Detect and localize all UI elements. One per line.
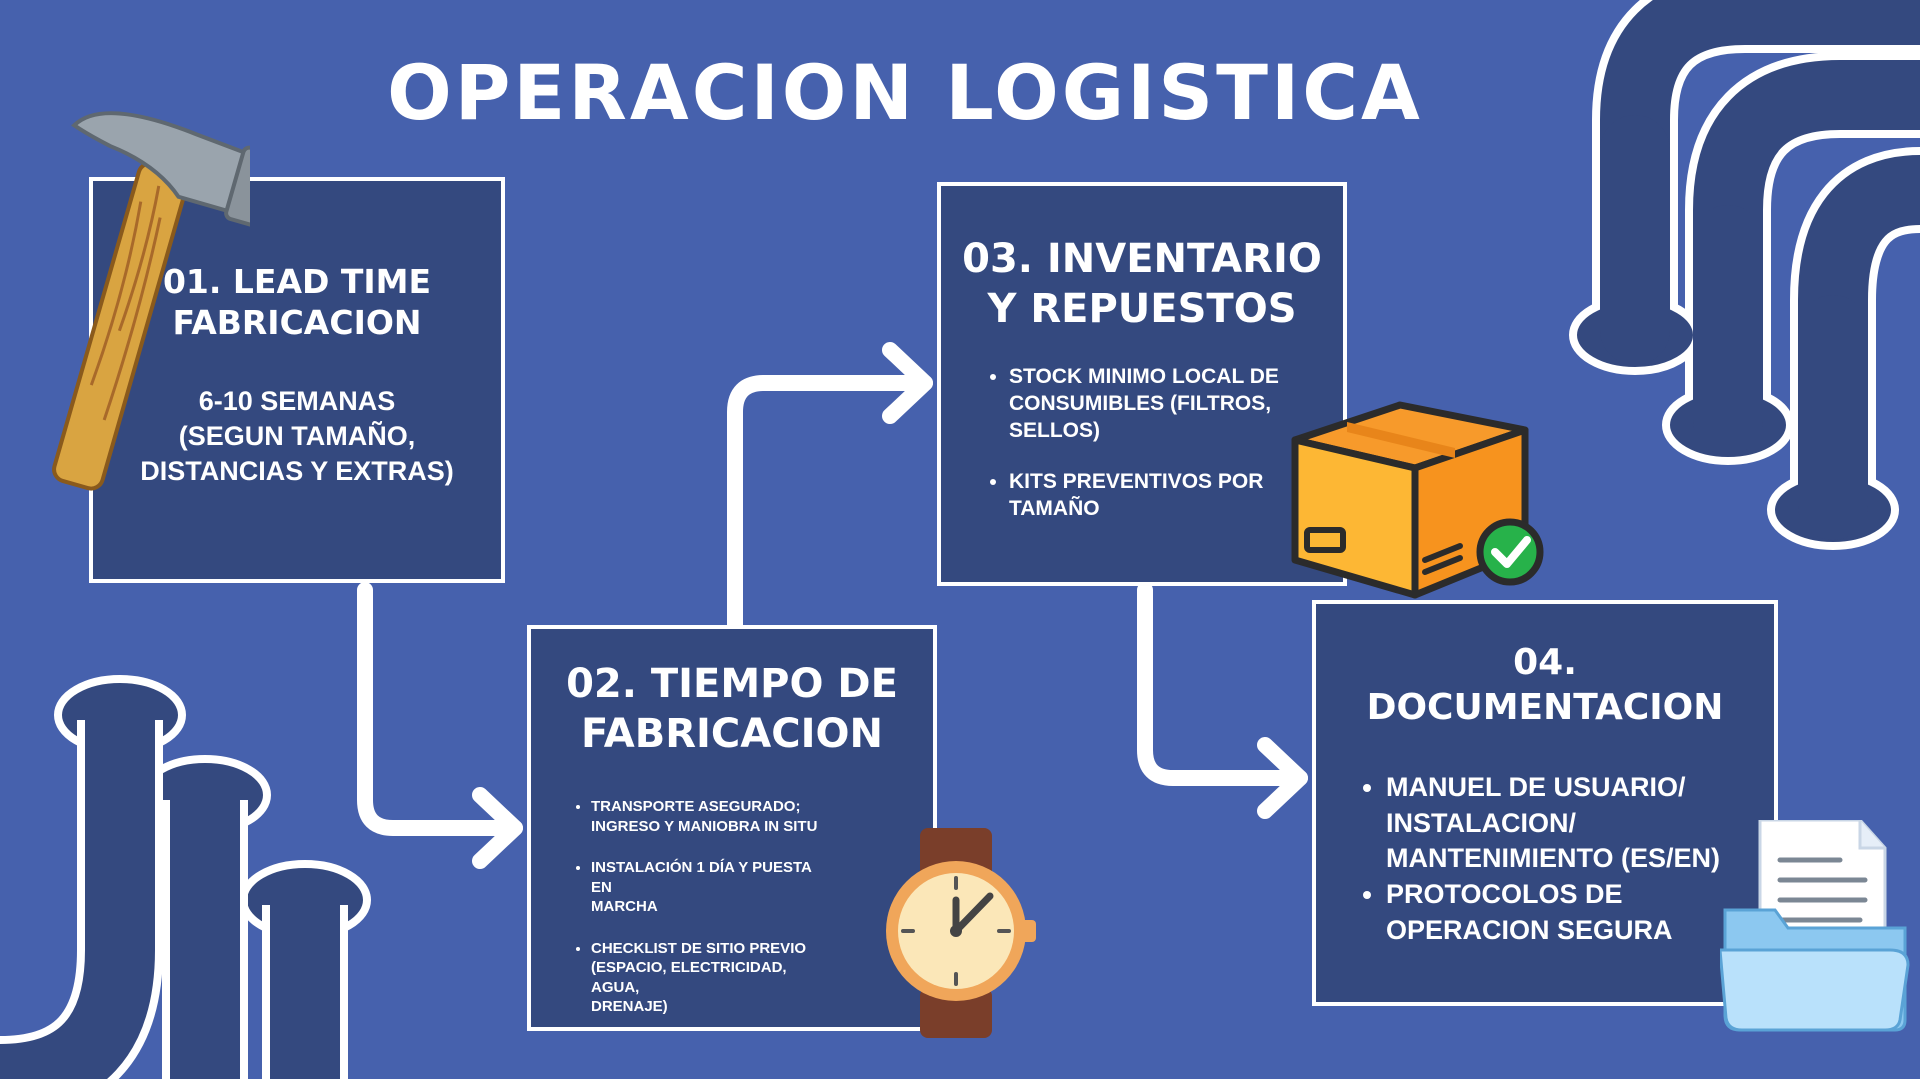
list-item: PROTOCOLOS DE OPERACION SEGURA <box>1386 877 1764 948</box>
box-check-icon <box>1291 401 1544 599</box>
flow-arrows <box>357 342 1308 869</box>
pipes-right-decoration <box>1569 0 1920 550</box>
step-heading: 01. LEAD TIME FABRICACION <box>93 261 501 344</box>
step-heading-line: FABRICACION <box>172 303 422 343</box>
step-heading: 03. INVENTARIO Y REPUESTOS <box>941 234 1343 334</box>
step-card-inventario: 03. INVENTARIO Y REPUESTOS STOCK MINIMO … <box>937 182 1347 586</box>
detail-line: 6-10 SEMANAS <box>198 385 396 416</box>
list-item: TRANSPORTE ASEGURADO; INGRESO Y MANIOBRA… <box>591 797 833 836</box>
step-heading-line: Y REPUESTOS <box>987 286 1297 332</box>
step-detail: 6-10 SEMANAS (SEGUN TAMAÑO, DISTANCIAS Y… <box>93 384 501 489</box>
step-heading-line: 03. INVENTARIO <box>962 236 1322 282</box>
detail-line: DISTANCIAS Y EXTRAS) <box>140 455 454 486</box>
step-heading-line: DOCUMENTACION <box>1366 687 1724 728</box>
bullet-list: MANUEL DE USUARIO/ INSTALACION/ MANTENIM… <box>1362 770 1764 948</box>
list-item: KITS PREVENTIVOS POR TAMAÑO <box>1009 469 1323 523</box>
step-heading: 02. TIEMPO DE FABRICACION <box>531 659 933 759</box>
detail-line: (SEGUN TAMAÑO, <box>178 420 416 451</box>
step-heading-line: 02. TIEMPO DE <box>566 661 898 707</box>
step-card-documentacion: 04. DOCUMENTACION MANUEL DE USUARIO/ INS… <box>1312 600 1778 1006</box>
step-card-tiempo-fabricacion: 02. TIEMPO DE FABRICACION TRANSPORTE ASE… <box>527 625 937 1031</box>
list-item: STOCK MINIMO LOCAL DE CONSUMIBLES (FILTR… <box>1009 364 1323 445</box>
page-title: OPERACION LOGISTICA <box>387 48 1423 137</box>
step-heading-line: FABRICACION <box>581 711 883 757</box>
list-item: MANUEL DE USUARIO/ INSTALACION/ MANTENIM… <box>1386 770 1764 877</box>
watch-icon <box>886 828 1036 1038</box>
list-item: INSTALACIÓN 1 DÍA Y PUESTA EN MARCHA <box>591 858 833 917</box>
hammer-icon <box>52 111 250 491</box>
bullet-list: TRANSPORTE ASEGURADO; INGRESO Y MANIOBRA… <box>567 797 833 1017</box>
step-heading-line: 04. <box>1513 642 1577 683</box>
bullet-list: STOCK MINIMO LOCAL DE CONSUMIBLES (FILTR… <box>985 364 1323 522</box>
list-item: CHECKLIST DE SITIO PREVIO (ESPACIO, ELEC… <box>591 939 833 1017</box>
pipes-left-decoration <box>0 675 371 1079</box>
step-heading: 04. DOCUMENTACION <box>1316 640 1774 730</box>
step-heading-line: 01. LEAD TIME <box>162 262 432 301</box>
document-folder-icon <box>1720 820 1910 1032</box>
